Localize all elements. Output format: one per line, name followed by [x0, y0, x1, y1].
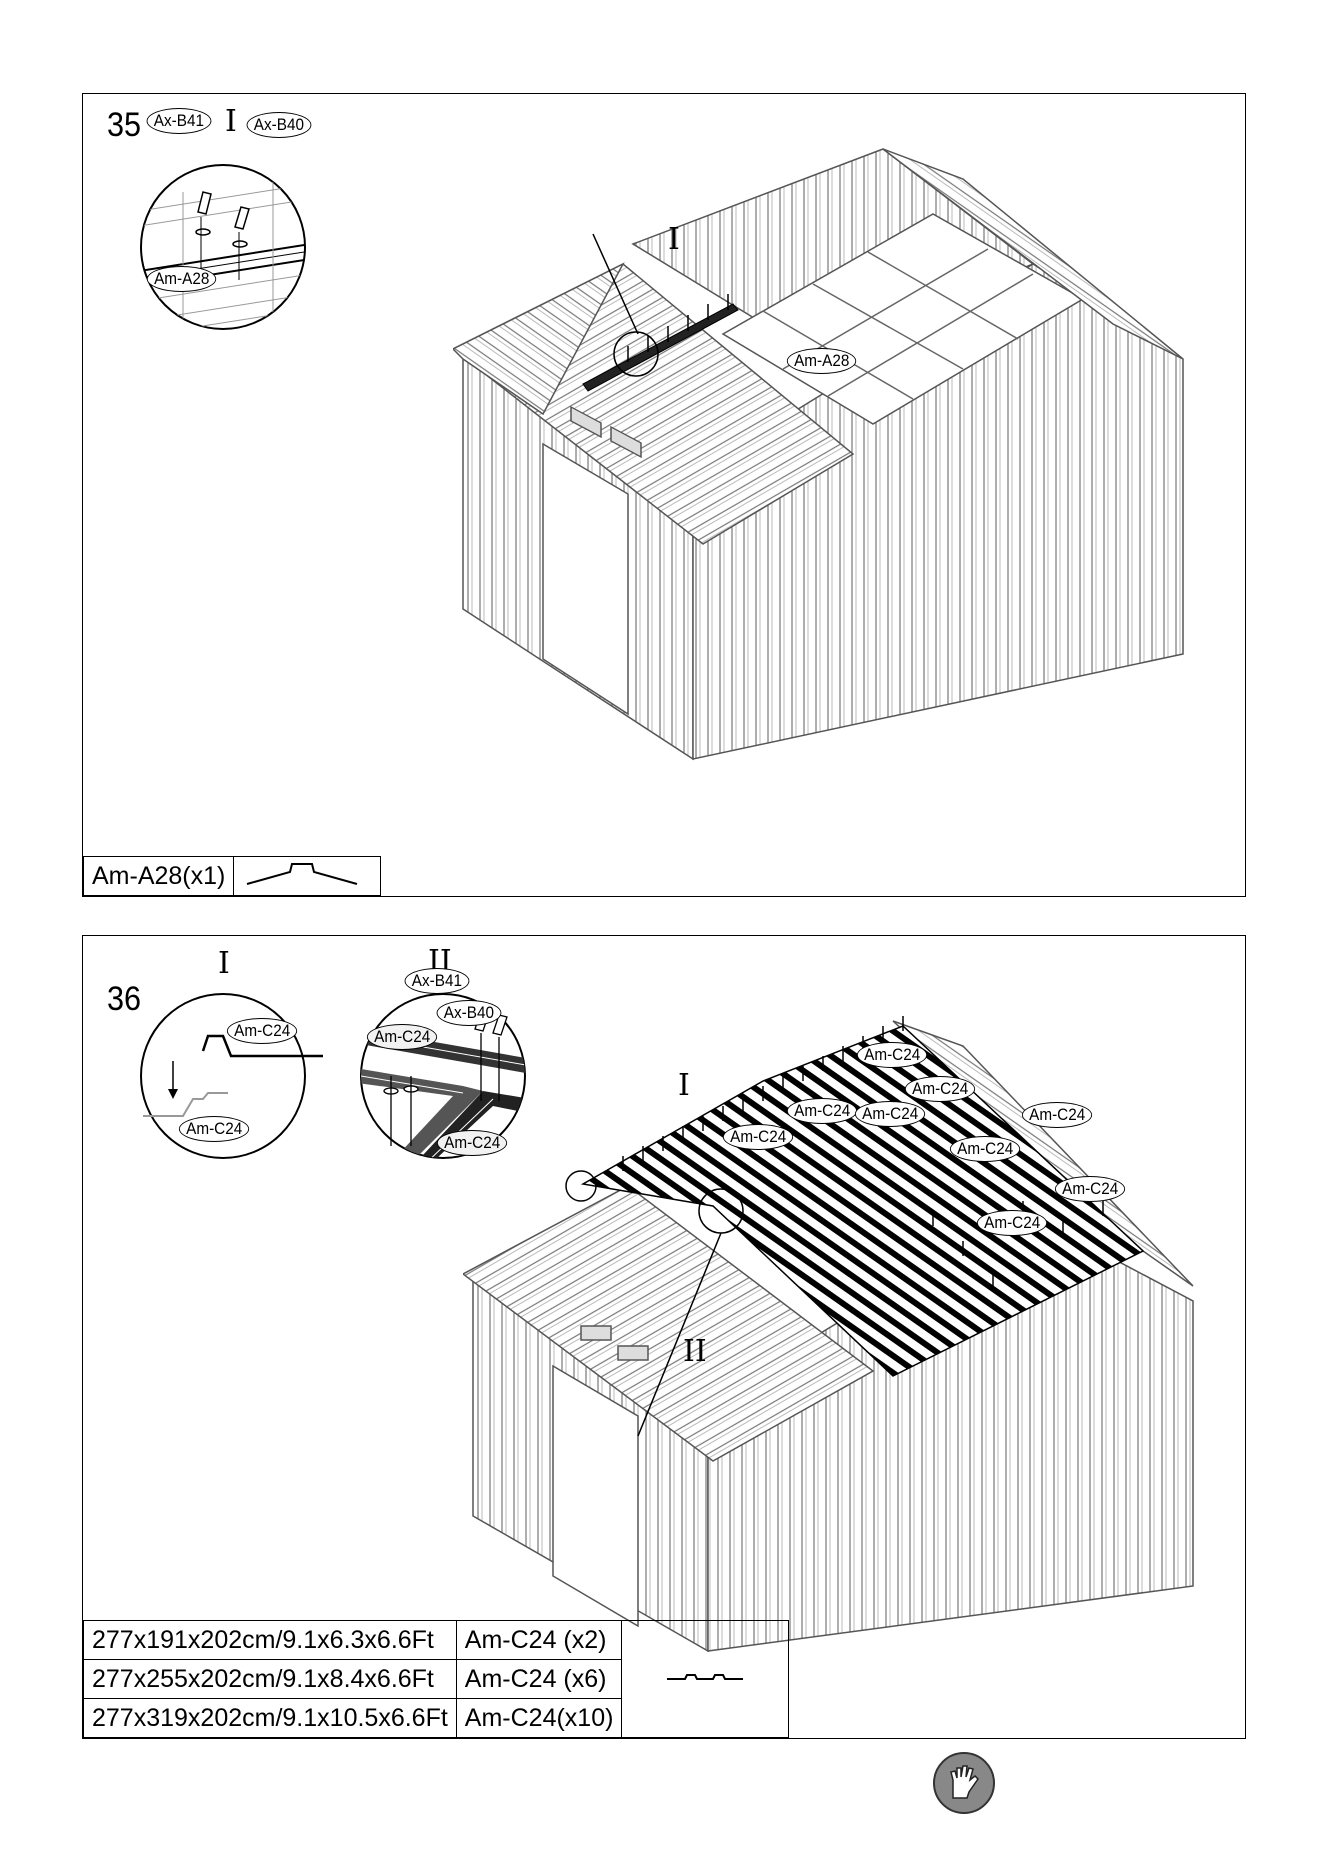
label-am-c24-main-2: Am-C24	[787, 1098, 858, 1124]
label-ax-b41: Ax-B41	[147, 108, 212, 134]
table-row: 277x191x202cm/9.1x6.3x6.6Ft Am-C24 (x2)	[84, 1621, 789, 1660]
qty-cell: Am-C24(x10)	[456, 1699, 622, 1738]
part-profile-cell	[622, 1621, 789, 1738]
size-cell: 277x255x202cm/9.1x8.4x6.6Ft	[84, 1660, 457, 1699]
step-35-panel: 35 Ax-B41 I Ax-B40 Am-A28	[82, 93, 1246, 897]
label-am-c24-main-3: Am-C24	[855, 1101, 926, 1127]
label-am-c24-main-6: Am-C24	[1022, 1102, 1093, 1128]
size-cell: 277x319x202cm/9.1x10.5x6.6Ft	[84, 1699, 457, 1738]
label-am-c24-d1-bottom: Am-C24	[179, 1116, 250, 1142]
detail-circle-i	[123, 981, 323, 1171]
glove-glyph	[945, 1762, 983, 1802]
qty-cell: Am-C24 (x2)	[456, 1621, 622, 1660]
shed-illustration-36	[463, 996, 1233, 1656]
step-number: 35	[107, 106, 141, 145]
label-am-c24-main-7: Am-C24	[950, 1136, 1021, 1162]
label-am-c24-main-4: Am-C24	[857, 1042, 928, 1068]
detail-label-i: I	[218, 946, 230, 981]
main-label-i: I	[668, 222, 680, 257]
main-label-ii: II	[683, 1334, 707, 1369]
part-name: Am-A28(x1)	[84, 857, 234, 896]
detail-circle-i	[123, 152, 323, 342]
gloves-icon	[933, 1752, 995, 1814]
main-label-i: I	[678, 1068, 690, 1103]
label-ax-b41: Ax-B41	[405, 968, 470, 994]
roof-panel-profile-icon	[665, 1667, 745, 1687]
label-am-c24-main-1: Am-C24	[723, 1124, 794, 1150]
label-am-c24-d2-top: Am-C24	[367, 1024, 438, 1050]
step-36-panel: 36 I II Am-C24 Am-C24 Ax-B41 Ax-B40 Am-C…	[82, 935, 1246, 1739]
size-cell: 277x191x202cm/9.1x6.3x6.6Ft	[84, 1621, 457, 1660]
label-am-c24-main-5: Am-C24	[905, 1076, 976, 1102]
ridge-cap-profile-icon	[242, 858, 362, 888]
label-ax-b40: Ax-B40	[247, 112, 312, 138]
label-am-a28-main: Am-A28	[787, 348, 857, 374]
parts-table-35: Am-A28(x1)	[83, 856, 381, 896]
label-am-c24-main-8: Am-C24	[1055, 1176, 1126, 1202]
part-profile-cell	[234, 857, 381, 896]
detail-label-i: I	[225, 104, 237, 139]
label-am-a28-detail: Am-A28	[147, 266, 217, 292]
parts-table-36: 277x191x202cm/9.1x6.3x6.6Ft Am-C24 (x2) …	[83, 1620, 789, 1738]
shed-illustration-35	[453, 124, 1233, 844]
label-am-c24-d1-top: Am-C24	[227, 1018, 298, 1044]
qty-cell: Am-C24 (x6)	[456, 1660, 622, 1699]
label-am-c24-main-9: Am-C24	[977, 1210, 1048, 1236]
